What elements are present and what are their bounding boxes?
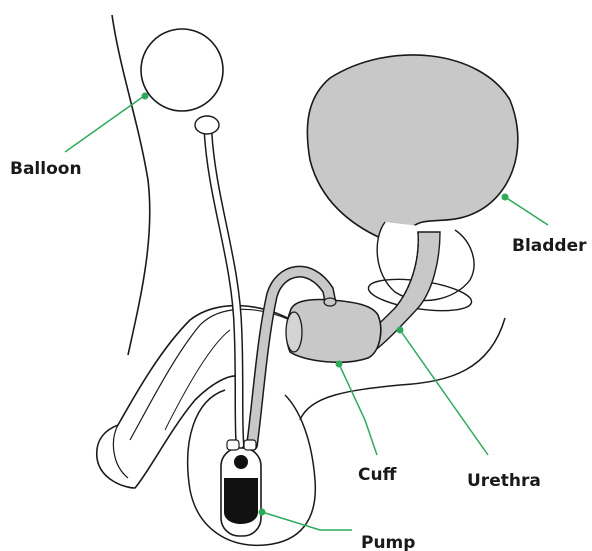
urethra-label: Urethra [467,471,541,491]
balloon-reservoir [141,29,223,111]
bladder-leader [505,197,548,225]
balloon-label: Balloon [10,159,82,179]
pump-deactivation-button [234,455,248,469]
bladder-leader-dot [502,194,509,201]
urethra-leader-dot [397,327,404,334]
pump-leader-dot [259,509,266,516]
pump-bulb [224,478,258,524]
pump-top-connector-right [244,440,256,450]
balloon-neck [195,116,219,134]
cuff-end [286,312,302,352]
urethra-leader [400,330,488,455]
pump-label: Pump [361,533,415,551]
balloon-leader-dot [142,93,149,100]
pump-top-connector-left [227,440,239,450]
cuff-connector [324,298,336,306]
cuff-label: Cuff [358,465,397,485]
cuff-leader-dot [336,361,343,368]
balloon-leader [65,96,144,152]
cuff-leader [339,364,377,455]
bladder-shape [307,55,517,242]
bladder-label: Bladder [512,236,587,256]
